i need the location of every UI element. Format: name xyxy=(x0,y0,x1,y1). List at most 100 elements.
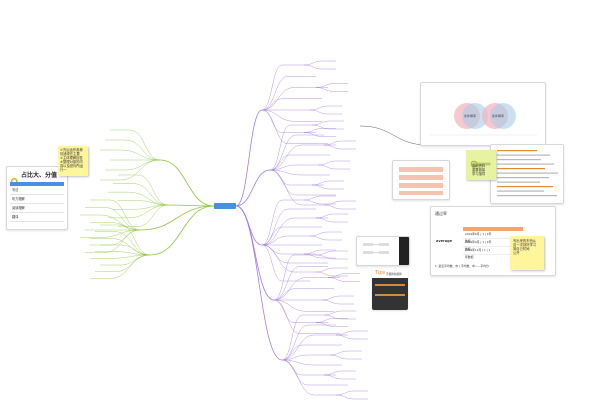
summary-title: 占比大、分值 xyxy=(21,172,58,179)
notes-line xyxy=(497,150,537,152)
sticky-note-line: 到自己时间 xyxy=(513,247,530,251)
venn-left-circle-2 xyxy=(462,103,488,129)
mind-map-subtwig xyxy=(311,184,331,190)
notes-line xyxy=(497,159,541,161)
summary-cell xyxy=(46,186,64,194)
mind-map-twig-right xyxy=(261,64,283,111)
mind-map-subtwig xyxy=(321,299,341,305)
mind-map-twig-right xyxy=(273,288,295,301)
notes-line xyxy=(497,172,558,174)
summary-row: 阅读理解 xyxy=(10,204,64,213)
mind-map-twig-right xyxy=(269,124,291,171)
mind-map-subtwig xyxy=(327,277,347,282)
mind-map-center-node[interactable] xyxy=(214,203,236,209)
mind-map-subtwig xyxy=(315,271,335,277)
summary-row: 听力理解 xyxy=(10,195,64,204)
mind-map-twig-right xyxy=(261,199,283,246)
summary-cell xyxy=(28,204,46,212)
mind-map-branch-left xyxy=(149,205,215,256)
mind-map-twig-left xyxy=(127,204,169,219)
notes-line xyxy=(497,190,544,192)
mind-map-twig-left xyxy=(137,200,169,206)
mind-map-branch-left xyxy=(159,159,215,207)
tips-subtitle: 不规律的规律 xyxy=(386,272,402,276)
mind-map-subtwig xyxy=(323,200,343,206)
mind-map-subtwig xyxy=(303,195,323,201)
mind-map-twig-right xyxy=(273,299,295,323)
mind-map-subtwig xyxy=(315,217,335,223)
mind-map-twig-right xyxy=(269,154,291,171)
mind-map-subtwig xyxy=(329,350,349,356)
sticky-note-right[interactable]: 写出来的东西从这一次到好学习到自己时间公开 xyxy=(510,236,544,270)
stats-footer: 1. 最近平均数、中 | 平均数、中——平均分 xyxy=(435,264,489,268)
mind-map-subtwig xyxy=(323,370,343,376)
mind-map-subtwig xyxy=(311,180,331,186)
mind-map-twig-left xyxy=(124,139,161,161)
mind-map-subtwig xyxy=(311,124,331,130)
mind-map-twig-left xyxy=(99,229,141,238)
mind-map-twig-right xyxy=(269,169,303,206)
mind-map-subtwig xyxy=(323,144,343,150)
mind-map-subtwig xyxy=(303,249,323,255)
summary-table: 写法听力理解阅读理解翻译 xyxy=(10,182,64,222)
notes-line xyxy=(497,163,554,165)
mind-map-subtwig xyxy=(303,199,323,205)
summary-card[interactable]: 占比大、分值 写法听力理解阅读理解翻译 xyxy=(6,166,68,230)
mind-map-branch-left xyxy=(139,205,215,231)
mind-map-twig-left xyxy=(119,149,161,161)
stats-cell: 2019年9月 | 1 | 1年数据 xyxy=(465,240,492,251)
mind-map-subtwig xyxy=(315,318,335,323)
mind-map-twig-right xyxy=(261,109,289,144)
mind-map-twig-right xyxy=(281,359,315,396)
summary-cell xyxy=(46,195,64,203)
mind-map-twig-right xyxy=(281,359,315,366)
notes-card[interactable] xyxy=(490,144,564,204)
mind-map-subtwig xyxy=(335,334,355,340)
key-icon xyxy=(470,154,492,173)
mind-map-subtwig xyxy=(323,204,343,210)
mind-map-subtwig xyxy=(303,132,323,137)
notes-line xyxy=(497,154,550,156)
sticky-note-line: 情绪现在主要 xyxy=(60,152,80,156)
mind-map-branch-right xyxy=(235,205,283,361)
mind-map-twig-left xyxy=(124,159,161,171)
stats-row: 2019年6月 | 1 | 1年数据 xyxy=(463,231,523,243)
mind-map-subtwig xyxy=(315,83,335,88)
mind-map-twig-left xyxy=(137,204,169,227)
mind-map-twig-left xyxy=(109,254,151,259)
sticky-note-line: 容以及是你所运 xyxy=(60,164,84,168)
mind-map-twig-right xyxy=(281,354,309,361)
mind-map-connector xyxy=(359,125,429,146)
mind-map-twig-right xyxy=(273,266,301,301)
venn-right-label: 条件概率 xyxy=(492,114,505,118)
diagram-thumbnail[interactable] xyxy=(356,236,410,266)
tips-title: Tips xyxy=(375,270,386,276)
mind-map-twig-left xyxy=(114,254,151,272)
mind-map-subtwig xyxy=(315,254,335,260)
mind-map-branch-right xyxy=(235,169,271,207)
venn-card[interactable]: 条件概率 条件概率 xyxy=(420,82,546,146)
mind-map-twig-right xyxy=(261,235,289,246)
summary-row: 翻译 xyxy=(10,213,64,222)
mind-map-subtwig xyxy=(315,213,335,219)
mind-map-subtwig xyxy=(309,109,329,115)
sticky-note-middle[interactable]: 查阅资料重要链接学习指导 xyxy=(466,150,496,180)
sticky-note-line: 查阅资料 xyxy=(472,164,486,168)
mind-map-twig-right xyxy=(281,344,303,361)
summary-cell xyxy=(28,195,46,203)
mind-map-twig-left xyxy=(132,204,169,210)
stats-header xyxy=(463,227,523,231)
sticky-note-line: ②主体理解回答 xyxy=(60,156,83,160)
mind-map-subtwig xyxy=(335,394,355,400)
pink-note-card[interactable] xyxy=(392,160,450,200)
tips-card[interactable]: Tips 不规律的规律 xyxy=(372,268,408,310)
mind-map-twig-left xyxy=(132,183,169,206)
mind-map-twig-right xyxy=(269,144,303,171)
notes-line xyxy=(497,195,557,197)
mind-map-subtwig xyxy=(309,105,329,111)
mind-map-twig-right xyxy=(281,334,315,361)
mind-map-branch-right xyxy=(235,109,263,207)
